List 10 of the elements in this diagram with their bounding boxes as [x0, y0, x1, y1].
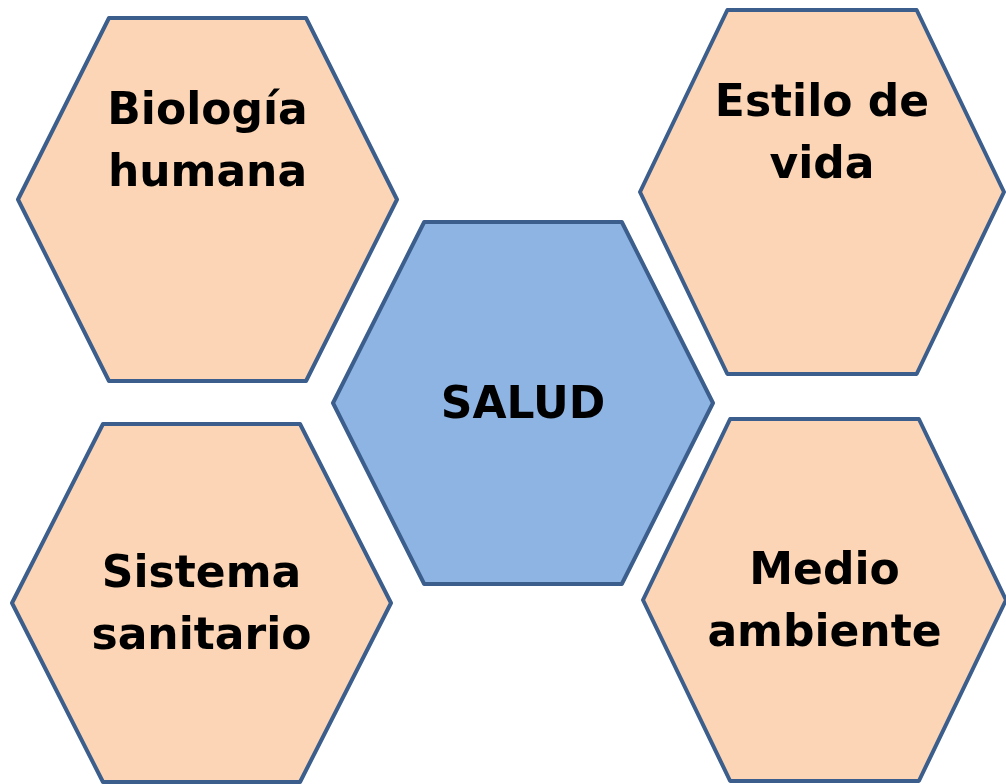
hexagon	[12, 424, 391, 782]
hexagon-label: Estilo de vida	[713, 74, 931, 190]
hexagon-label: Biología humana	[106, 81, 309, 198]
hexagon-label: Sistema sanitario	[90, 545, 313, 661]
hexagon	[643, 419, 1006, 781]
hexagon	[333, 222, 713, 584]
hexagon	[640, 10, 1004, 374]
hexagon-label: Medio ambiente	[706, 542, 943, 658]
hexagon-label: SALUD	[440, 376, 606, 431]
hexagon	[18, 18, 397, 381]
